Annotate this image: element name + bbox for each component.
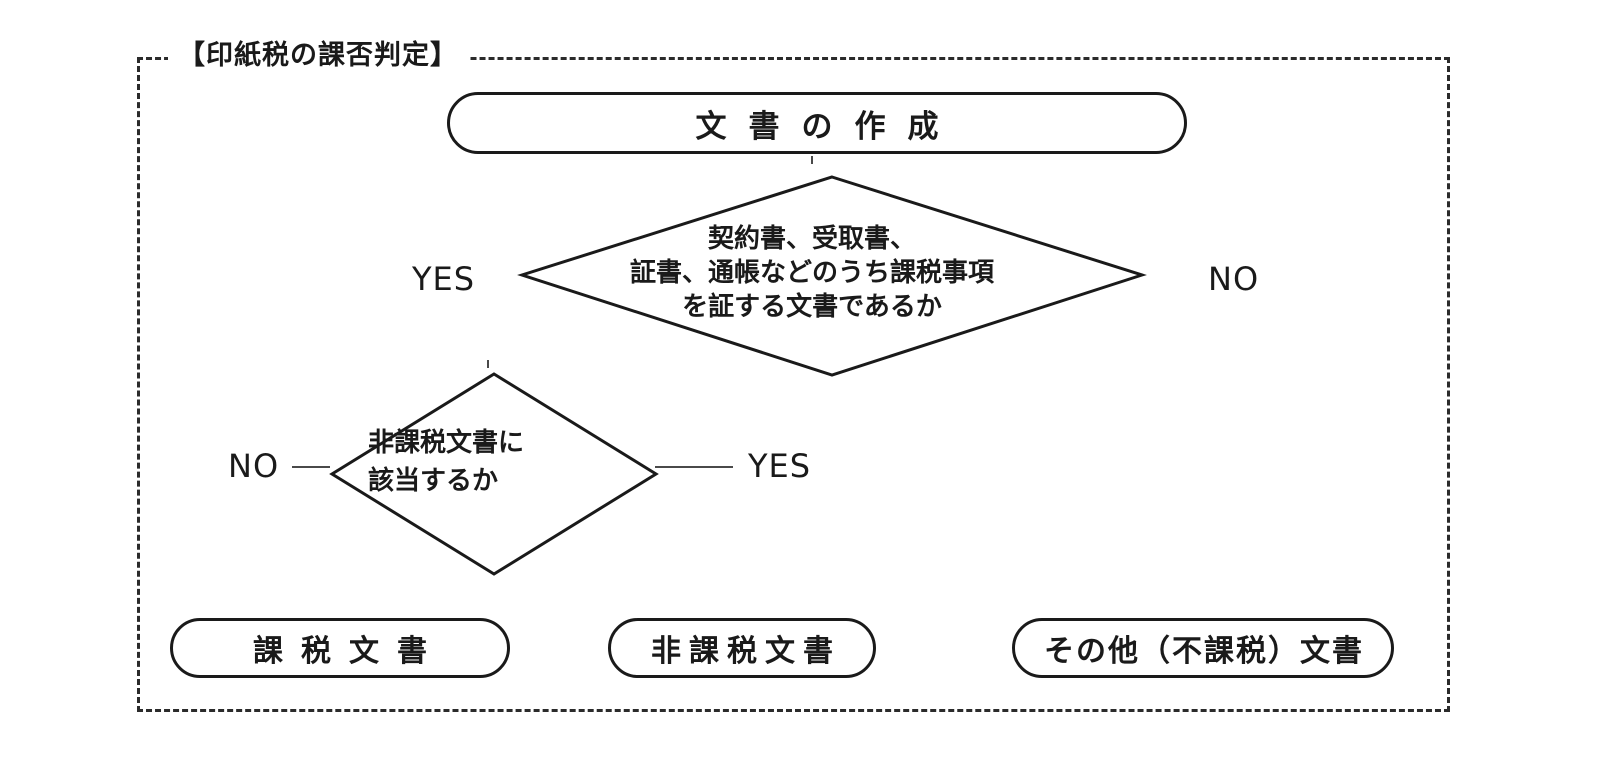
node-outcome-other[interactable]: その他（不課税）文書 <box>1012 618 1394 678</box>
connector-decision2-yes <box>655 466 733 468</box>
node-outcome-nontaxable[interactable]: 非課税文書 <box>608 618 876 678</box>
node-document-creation-label: 文書の作成 <box>695 108 961 145</box>
node-decision-2-line-1: 非課税文書に <box>368 428 525 458</box>
connector-decision2-no <box>292 466 330 468</box>
node-decision-1-text: 契約書、受取書、 証書、通帳などのうち課税事項 を証する文書であるか <box>612 222 1012 324</box>
node-decision-2[interactable] <box>329 372 659 576</box>
branch-label-decision1-yes: YES <box>412 260 476 298</box>
connector-decision1-to-decision2 <box>487 360 489 368</box>
branch-label-decision2-no: NO <box>228 447 280 485</box>
node-document-creation[interactable]: 文書の作成 <box>447 92 1187 154</box>
node-decision-2-text: 非課税文書に 該当するか <box>368 424 608 500</box>
branch-label-decision1-no: NO <box>1208 260 1260 298</box>
node-outcome-taxable-label: 課税文書 <box>253 634 445 669</box>
branch-label-decision2-yes: YES <box>748 447 812 485</box>
node-decision-1-line-3: を証する文書であるか <box>682 292 942 322</box>
connector-start-to-decision1 <box>811 156 813 164</box>
node-decision-1-line-1: 契約書、受取書、 <box>707 224 916 254</box>
diagram-frame <box>137 57 1450 712</box>
node-outcome-taxable[interactable]: 課税文書 <box>170 618 510 678</box>
node-decision-1-line-2: 証書、通帳などのうち課税事項 <box>629 258 994 288</box>
node-decision-2-line-2: 該当するか <box>368 466 499 496</box>
node-decision-1[interactable] <box>517 175 1147 377</box>
diagram-title: 【印紙税の課否判定】 <box>168 33 468 79</box>
node-outcome-other-label: その他（不課税）文書 <box>1044 634 1364 669</box>
node-outcome-nontaxable-label: 非課税文書 <box>651 634 841 669</box>
